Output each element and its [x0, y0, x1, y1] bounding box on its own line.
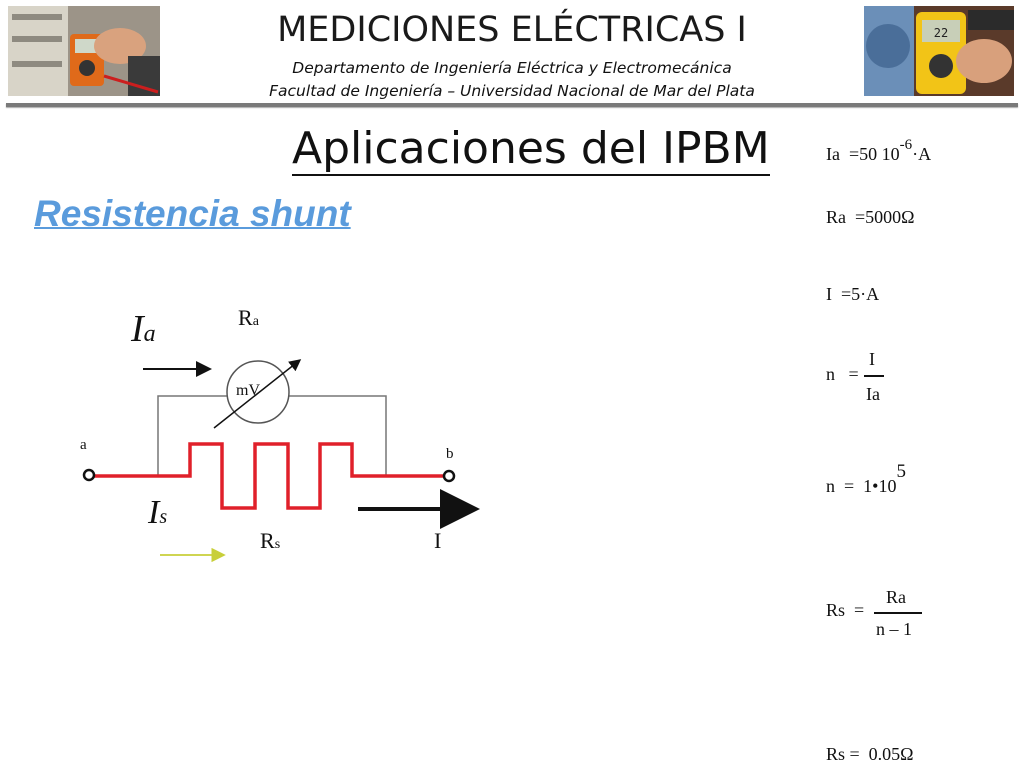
equation-n-ratio-den: Ia — [866, 384, 880, 404]
equation-n-ratio-lhs: n = — [826, 364, 859, 384]
millivoltmeter — [226, 360, 290, 424]
equation-n-value: n = 1•105 — [826, 461, 906, 496]
label-ra: Ra — [238, 305, 259, 330]
multimeter-photo-right: 22 — [864, 6, 1014, 96]
equation-rs-value: Rs = 0.05Ω — [826, 744, 914, 764]
meter-branch-wire-right — [288, 395, 387, 476]
equation-rs-formula-den: n – 1 — [876, 619, 912, 639]
slide-title: Aplicaciones del IPBM — [292, 123, 770, 176]
meter-label: mV — [236, 382, 260, 399]
node-a-label: a — [80, 437, 87, 453]
equation-rs-formula-num: Ra — [886, 587, 906, 607]
fraction-bar — [874, 612, 922, 614]
header-faculty: Facultad de Ingeniería – Universidad Nac… — [269, 82, 755, 100]
node-b-label: b — [446, 446, 454, 462]
slide-subtitle: Resistencia shunt — [34, 193, 351, 234]
label-is: Is — [148, 494, 168, 531]
terminal-b — [442, 469, 456, 483]
multimeter-photo-left — [8, 6, 160, 96]
equation-i: I =5·A — [826, 284, 880, 304]
meter-needle-arrow — [213, 359, 302, 429]
shunt-resistor — [92, 442, 448, 510]
meter-branch-wire — [157, 395, 228, 476]
equation-rs-formula-lhs: Rs = — [826, 600, 865, 620]
header-divider — [6, 103, 1018, 107]
equation-ra: Ra =5000Ω — [826, 207, 915, 227]
svg-text:22: 22 — [934, 26, 948, 40]
label-ia: Ia — [131, 308, 156, 350]
label-rs: Rs — [260, 528, 281, 553]
equation-ia: Ia =50 10-6·A — [826, 137, 932, 164]
terminal-a — [82, 468, 96, 482]
header-title: MEDICIONES ELÉCTRICAS I — [277, 10, 747, 50]
fraction-bar — [864, 375, 884, 377]
equation-n-ratio-num: I — [869, 349, 875, 369]
label-i: I — [434, 528, 442, 553]
header-department: Departamento de Ingeniería Eléctrica y E… — [292, 59, 732, 77]
